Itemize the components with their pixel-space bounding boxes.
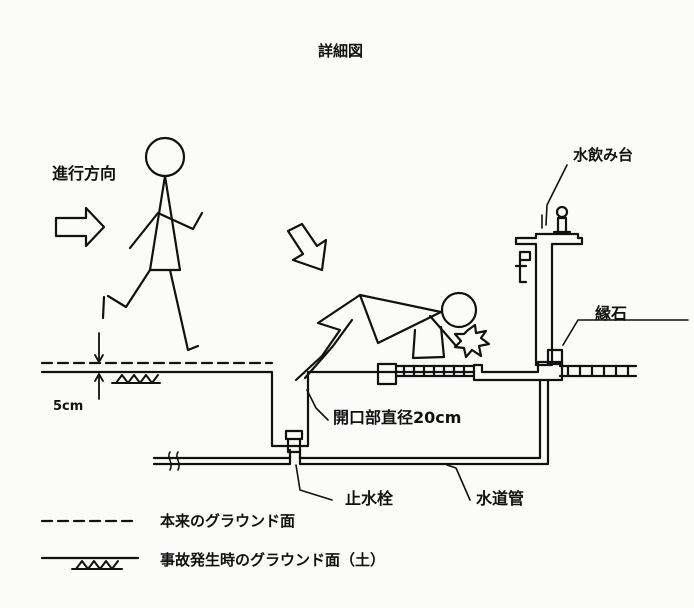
impact-burst-icon <box>453 323 491 359</box>
legend-accident-ground: 事故発生時のグラウンド面（土） <box>160 551 386 569</box>
curb-label: 縁石 <box>595 304 628 323</box>
paved-surface <box>394 364 638 378</box>
buried-block <box>376 362 398 386</box>
fallen-figure <box>294 291 478 382</box>
curb-stone <box>546 348 564 366</box>
diagram-title: 詳細図 <box>318 42 364 60</box>
leader-lines <box>295 164 689 501</box>
falling-direction-arrow <box>286 222 328 272</box>
water-pipe <box>152 378 550 471</box>
legend-solid-line <box>40 556 140 570</box>
direction-label: 進行方向 <box>52 164 117 183</box>
curb-base <box>472 360 564 382</box>
stop-valve <box>284 429 304 454</box>
stop-valve-label: 止水栓 <box>345 489 394 508</box>
running-figure <box>101 136 204 352</box>
drinking-fountain <box>514 205 584 367</box>
water-pipe-label: 水道管 <box>476 489 525 508</box>
fountain-label: 水飲み台 <box>573 146 634 164</box>
legend-original-ground: 本来のグラウンド面 <box>160 512 296 530</box>
ground-profile <box>40 370 476 448</box>
opening-label: 開口部直径20cm <box>333 408 462 427</box>
direction-arrow-right <box>54 206 106 248</box>
height-dimension <box>94 332 104 400</box>
height-label: 5cm <box>53 399 84 414</box>
